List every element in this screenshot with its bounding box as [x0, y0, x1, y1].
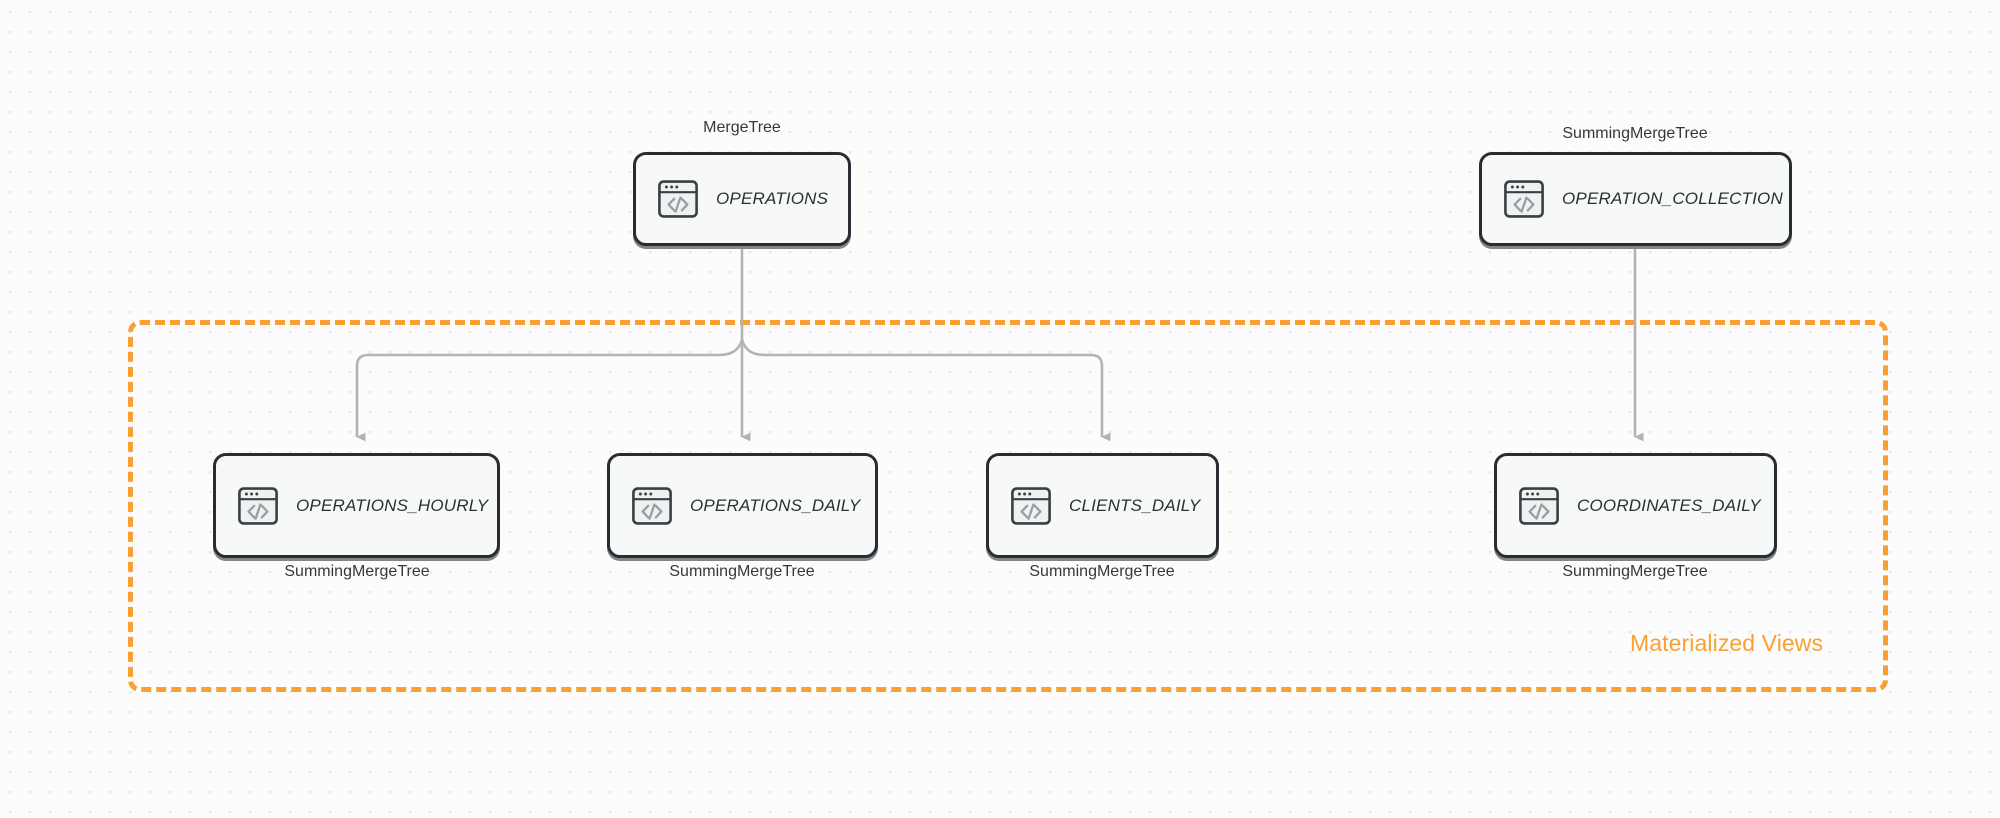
materialized-views-group-box: [128, 320, 1888, 692]
node-operations[interactable]: OPERATIONS: [633, 152, 851, 246]
node-label-clients-daily: CLIENTS_DAILY: [1069, 495, 1201, 515]
node-label-operations: OPERATIONS: [716, 189, 829, 208]
code-window-icon: [1011, 486, 1051, 525]
node-label-coordinates-daily: COORDINATES_DAILY: [1577, 495, 1761, 515]
node-coordinates-daily[interactable]: COORDINATES_DAILY: [1494, 453, 1777, 558]
engine-caption-operations-hourly: SummingMergeTree: [284, 563, 430, 580]
node-label-operations-hourly: OPERATIONS_HOURLY: [296, 495, 489, 515]
materialized-views-group-label: Materialized Views: [1630, 630, 1824, 656]
engine-caption-coordinates-daily: SummingMergeTree: [1562, 563, 1708, 580]
node-label-operations-daily: OPERATIONS_DAILY: [690, 495, 861, 515]
node-clients-daily[interactable]: CLIENTS_DAILY: [986, 453, 1219, 558]
engine-caption-operations: MergeTree: [703, 119, 781, 136]
engine-caption-operations-daily: SummingMergeTree: [669, 563, 815, 580]
node-operations-hourly[interactable]: OPERATIONS_HOURLY: [213, 453, 500, 558]
code-window-icon: [658, 180, 698, 218]
node-operations-daily[interactable]: OPERATIONS_DAILY: [607, 453, 878, 558]
code-window-icon: [1504, 180, 1544, 218]
engine-caption-operation-collection: SummingMergeTree: [1562, 125, 1708, 142]
engine-caption-clients-daily: SummingMergeTree: [1029, 563, 1175, 580]
node-operation-collection[interactable]: OPERATION_COLLECTION: [1479, 152, 1792, 246]
code-window-icon: [1519, 486, 1559, 525]
code-window-icon: [238, 486, 278, 525]
code-window-icon: [632, 486, 672, 525]
node-label-operation-collection: OPERATION_COLLECTION: [1562, 189, 1783, 208]
